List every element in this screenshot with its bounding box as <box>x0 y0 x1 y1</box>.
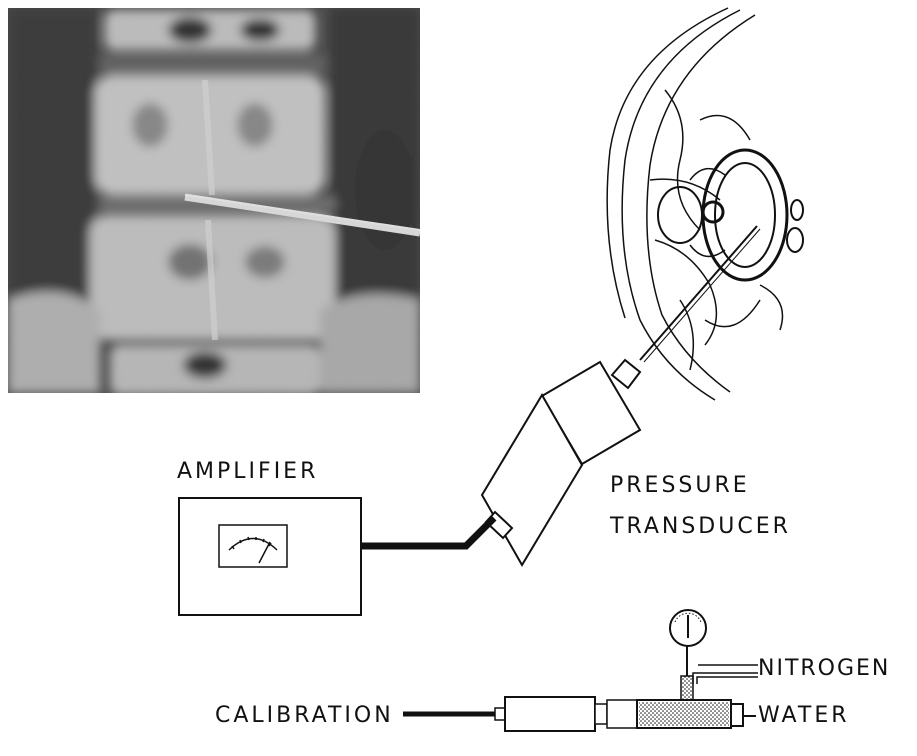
nitrogen-label: NITROGEN <box>758 658 890 680</box>
cable <box>361 518 494 546</box>
needle <box>640 226 757 360</box>
cross-section-illustration <box>607 8 803 400</box>
xray-image <box>8 8 420 395</box>
amplifier-box <box>179 498 361 615</box>
calibration-label: CALIBRATION <box>215 705 394 727</box>
transducer-label: TRANSDUCER <box>610 516 791 538</box>
gauge-icon <box>670 610 706 646</box>
amplifier-label: AMPLIFIER <box>177 461 318 483</box>
pressure-label: PRESSURE <box>610 475 750 497</box>
water-label: WATER <box>758 705 850 727</box>
calibration-apparatus <box>403 645 758 731</box>
